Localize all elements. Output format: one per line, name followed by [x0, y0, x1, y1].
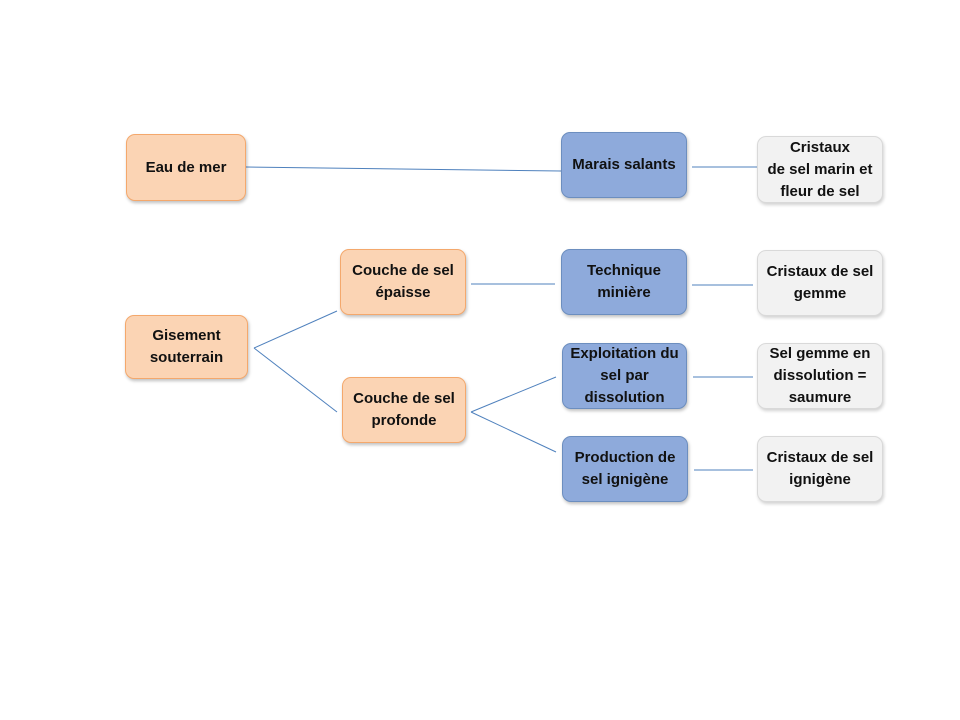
node-marais-salants: Marais salants: [561, 132, 687, 198]
node-label-line: Eau de mer: [145, 158, 227, 176]
node-cristaux-sel-marin: Cristaux de sel marin et fleur de sel: [757, 136, 883, 203]
connector-profonde-production: [470, 411, 557, 453]
node-label-line: profonde: [371, 412, 437, 429]
node-label-line: Technique: [587, 262, 661, 279]
node-label-line: saumure: [788, 389, 852, 406]
node-label-line: Cristaux de sel: [766, 449, 874, 466]
connector-gisement-profonde: [253, 347, 338, 413]
node-label-line: de sel marin et: [767, 160, 873, 178]
node-label-line: Couche de sel: [353, 390, 455, 407]
node-label-line: dissolution: [584, 389, 665, 406]
node-label-line: souterrain: [149, 349, 224, 366]
node-label-line: Cristaux de sel: [766, 263, 874, 280]
node-gisement-souterrain: Gisement souterrain: [125, 315, 248, 379]
node-exploitation-dissolution: Exploitation du sel par dissolution: [562, 343, 687, 409]
node-couche-sel-profonde: Couche de sel profonde: [342, 377, 466, 443]
node-saumure: Sel gemme en dissolution = saumure: [757, 343, 883, 409]
node-label-line: Exploitation du: [570, 345, 679, 362]
node-label-line: Couche de sel: [352, 262, 454, 279]
connector-eau-marais: [245, 166, 562, 172]
node-label-line: épaisse: [375, 284, 431, 301]
node-label-line: ignigène: [789, 471, 851, 488]
node-label-line: gemme: [793, 285, 847, 302]
node-production-sel-ignigene: Production de sel ignigène: [562, 436, 688, 502]
node-label-line: sel ignigène: [581, 471, 669, 488]
node-label-line: Marais salants: [572, 156, 676, 173]
node-couche-sel-epaisse: Couche de sel épaisse: [340, 249, 466, 315]
connector-profonde-exploitation: [470, 376, 557, 413]
node-cristaux-sel-gemme: Cristaux de sel gemme: [757, 250, 883, 316]
node-label-line: minière: [597, 284, 651, 301]
node-eau-de-mer: Eau de mer: [126, 134, 246, 201]
node-label-line: Sel gemme en: [769, 345, 871, 362]
node-technique-miniere: Technique minière: [561, 249, 687, 315]
node-label-line: Gisement: [152, 327, 221, 344]
node-label-line: fleur de sel: [780, 182, 860, 200]
node-label-line: Cristaux: [789, 138, 850, 156]
node-label-line: dissolution =: [773, 367, 867, 384]
connector-gisement-epaisse: [253, 310, 338, 349]
node-label-line: Production de: [574, 449, 676, 466]
node-cristaux-sel-ignigene: Cristaux de sel ignigène: [757, 436, 883, 502]
node-label-line: sel par: [600, 367, 649, 384]
